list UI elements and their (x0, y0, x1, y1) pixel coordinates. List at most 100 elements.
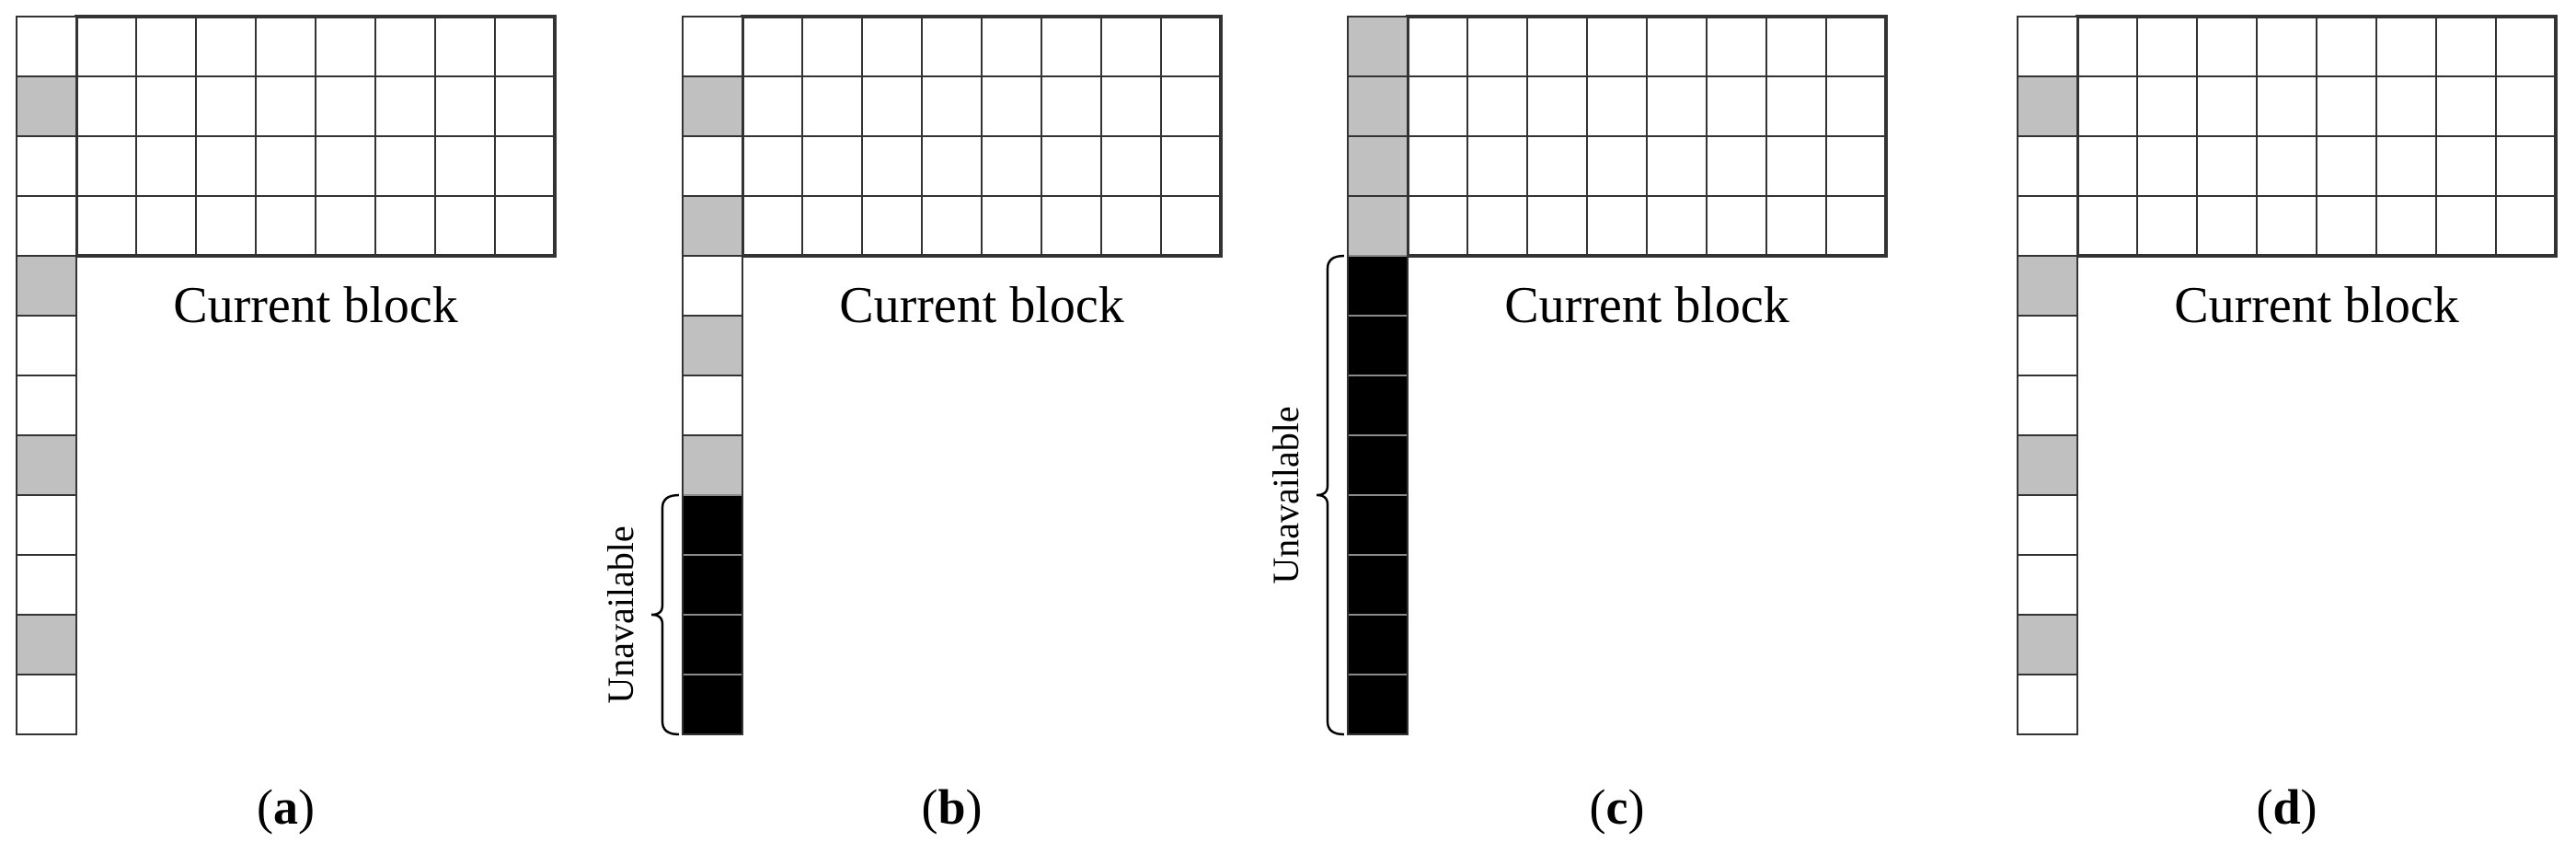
unavailable-brace (650, 493, 680, 736)
reference-sample-gray (16, 75, 77, 137)
reference-column-border (16, 16, 77, 735)
block-cell (2136, 75, 2198, 137)
reference-sample-empty (682, 135, 743, 197)
reference-sample-gray (682, 195, 743, 257)
block-cell (1586, 195, 1648, 257)
block-cell (1646, 195, 1708, 257)
block-cell (2495, 16, 2557, 77)
block-cell (2316, 75, 2377, 137)
reference-sample-gray (16, 434, 77, 496)
unavailable-brace (1316, 254, 1345, 736)
block-cell (374, 135, 436, 197)
block-cell (2435, 135, 2497, 197)
block-cell (981, 195, 1042, 257)
block-cell (1706, 135, 1767, 197)
reference-column-border (682, 16, 743, 735)
block-cell (434, 195, 496, 257)
block-cell (2495, 195, 2557, 257)
left-reference-column (682, 16, 743, 735)
reference-sample-empty (16, 135, 77, 197)
reference-sample-empty (682, 375, 743, 436)
block-cell (1706, 75, 1767, 137)
reference-sample-empty (2017, 315, 2078, 376)
panel-caption: (d) (2256, 779, 2317, 835)
unavailable-label: Unavailable (1265, 406, 1306, 583)
reference-sample-empty (2017, 135, 2078, 197)
block-cell (255, 16, 316, 77)
block-cell (921, 75, 983, 137)
block-cell (1825, 195, 1887, 257)
block-cell (2076, 75, 2138, 137)
block-cell (255, 75, 316, 137)
block-cell (1160, 16, 1222, 77)
block-cell (434, 16, 496, 77)
block-cell (2256, 135, 2317, 197)
block-cell (1407, 16, 1468, 77)
block-cell (195, 75, 257, 137)
block-cell (315, 195, 376, 257)
reference-sample-gray (16, 614, 77, 675)
block-cell (2256, 75, 2317, 137)
reference-sample-empty (16, 554, 77, 616)
block-cell (861, 16, 923, 77)
panel-a: Current block(a) (16, 15, 557, 835)
block-cell (1526, 75, 1588, 137)
block-cell (2375, 195, 2437, 257)
block-cell (195, 16, 257, 77)
block-cell (2196, 135, 2258, 197)
block-cell (2375, 75, 2437, 137)
block-cell (861, 75, 923, 137)
block-cell (2375, 16, 2437, 77)
block-cell (2435, 75, 2497, 137)
reference-sample-empty (2017, 195, 2078, 257)
block-cell (2316, 16, 2377, 77)
block-cell (981, 16, 1042, 77)
reference-sample-empty (16, 195, 77, 257)
block-cell (1706, 16, 1767, 77)
block-cell (1466, 135, 1528, 197)
reference-sample-black (1347, 255, 1409, 317)
block-cell (1646, 75, 1708, 137)
reference-column-border (1347, 16, 1409, 735)
caption-letter: d (2272, 779, 2300, 835)
reference-sample-empty (16, 315, 77, 376)
current-block-label: Current block (2174, 277, 2458, 334)
block-cell (1041, 75, 1102, 137)
reference-sample-gray (682, 315, 743, 376)
block-cell (2375, 135, 2437, 197)
reference-sample-empty (682, 16, 743, 77)
panel-d: Current block (d) (2017, 15, 2558, 835)
reference-column-border (2017, 16, 2078, 735)
block-cell (1646, 135, 1708, 197)
block-cell (1100, 135, 1162, 197)
block-cell (1466, 195, 1528, 257)
block-cell (135, 75, 197, 137)
block-cell (374, 195, 436, 257)
block-cell (1825, 75, 1887, 137)
block-cell (1646, 16, 1708, 77)
current-block-grid (2076, 15, 2558, 258)
block-cell (1041, 16, 1102, 77)
block-cell (374, 75, 436, 137)
reference-sample-gray (2017, 75, 2078, 137)
block-cell (921, 195, 983, 257)
block-cell (1586, 135, 1648, 197)
reference-sample-gray (1347, 195, 1409, 257)
reference-sample-empty (2017, 674, 2078, 735)
panel-caption: (c) (1590, 779, 1645, 835)
block-cell (135, 16, 197, 77)
block-cell (75, 135, 137, 197)
block-cell (1466, 75, 1528, 137)
reference-sample-black (1347, 554, 1409, 616)
caption-close-paren: ) (298, 779, 315, 835)
block-cell (2196, 75, 2258, 137)
current-block-label: Current block (173, 277, 457, 334)
block-cell (75, 75, 137, 137)
block-cell (1407, 75, 1468, 137)
reference-sample-black (1347, 434, 1409, 496)
reference-sample-gray (2017, 614, 2078, 675)
block-cell (255, 135, 316, 197)
